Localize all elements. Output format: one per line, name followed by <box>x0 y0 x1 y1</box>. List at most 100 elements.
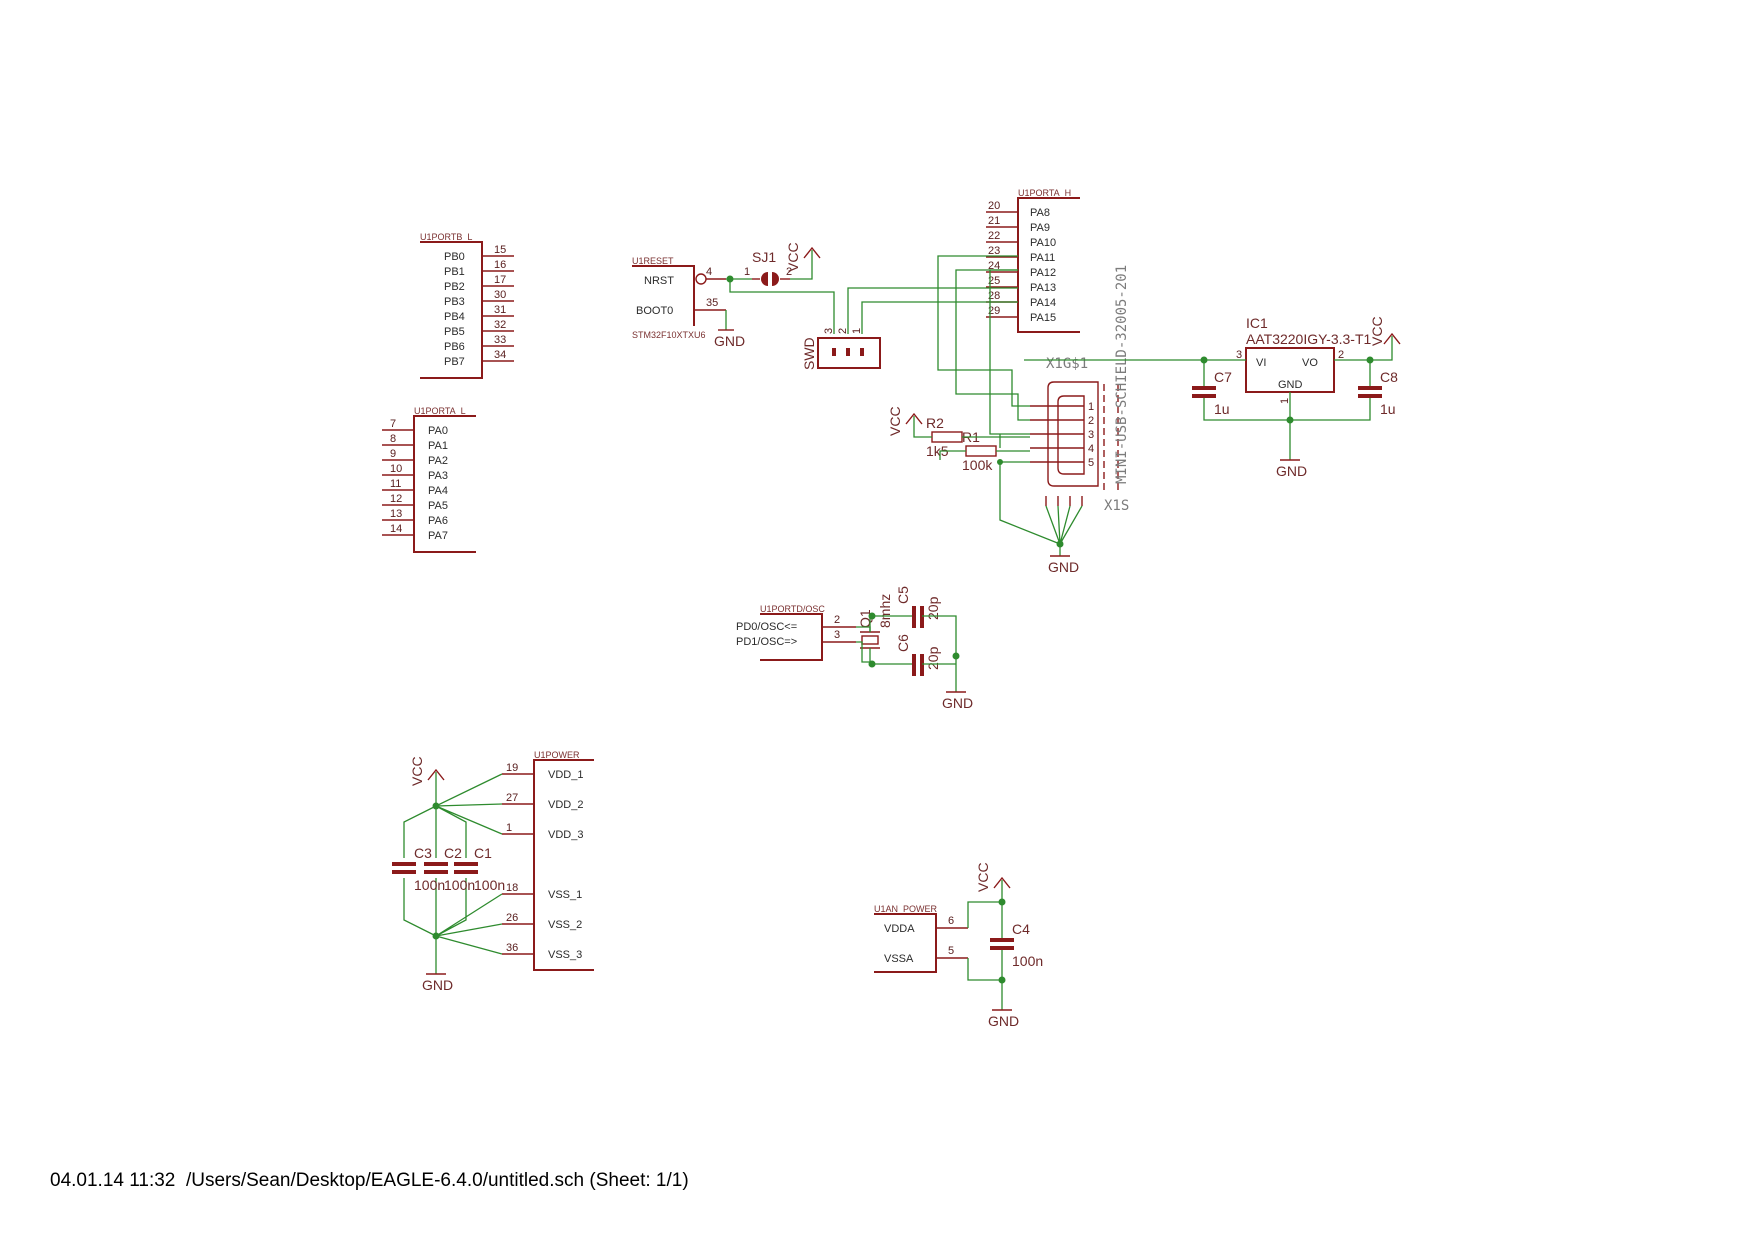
swd-pin2: 2 <box>837 328 849 334</box>
r2-body <box>931 431 963 443</box>
porta-l-body <box>413 415 476 553</box>
usb-pin-number: 1 <box>1088 401 1094 413</box>
portb-pin-label: PB4 <box>444 311 465 323</box>
porta-l-pin-label: PA1 <box>428 440 448 452</box>
svg-text:GND: GND <box>988 1013 1019 1029</box>
portb-body <box>420 241 483 379</box>
junction-nrst <box>726 275 734 283</box>
part-q1[interactable]: Q1 8mhz <box>857 594 893 649</box>
osc-pin-label-1: PD0/OSC<= <box>736 621 797 633</box>
portb-pin-label: PB6 <box>444 341 465 353</box>
r1-value: 100k <box>962 457 993 473</box>
reset-boot0-label: BOOT0 <box>636 305 673 317</box>
svg-text:GND: GND <box>1276 463 1307 479</box>
q1-value: 8mhz <box>877 594 893 628</box>
wire-an-power <box>967 880 1003 1010</box>
svg-text:GND: GND <box>422 977 453 993</box>
portb-pin-number: 32 <box>494 319 506 331</box>
porta-l-pin-number: 11 <box>390 478 401 490</box>
c7-value: 1u <box>1214 401 1230 417</box>
part-power[interactable]: U1POWER VDD_119VDD_227VDD_31VSS_118VSS_2… <box>502 750 594 971</box>
portb-pin-label: PB3 <box>444 296 465 308</box>
title-date: 04.01.14 11:32 <box>50 1170 176 1191</box>
power-pin-label: VSS_1 <box>548 889 582 901</box>
reg-vo: VO <box>1302 357 1318 369</box>
porta-l-pin-number: 13 <box>390 508 402 520</box>
part-c5[interactable]: C5 20p <box>895 586 941 628</box>
vcc-symbol-power: VCC <box>409 756 445 786</box>
power-pin-label: VSS_2 <box>548 919 582 931</box>
part-osc[interactable]: U1PORTD/OSC PD0/OSC<= PD1/OSC=> 2 3 <box>736 604 856 661</box>
wire-nrst-swd <box>729 279 835 334</box>
porta-h-body <box>1017 197 1080 333</box>
part-reset[interactable]: U1RESET NRST BOOT0 4 35 STM32F10XTXU6 <box>632 256 726 340</box>
osc-name: U1PORTD/OSC <box>760 604 825 614</box>
vcc-label: VCC <box>785 242 801 272</box>
junction-vdd <box>432 802 440 810</box>
junction-reg-gnd <box>1286 416 1294 424</box>
usb-shield-ref: X1S <box>1104 498 1129 514</box>
reg-gnd: GND <box>1278 379 1303 391</box>
sj1-pad-left <box>761 272 768 286</box>
portb-pin-number: 33 <box>494 334 506 346</box>
part-c8[interactable]: C8 1u <box>1358 369 1398 417</box>
reg-pin-vi: 3 <box>1236 349 1242 361</box>
part-c4[interactable]: C4 100n <box>990 921 1043 969</box>
gnd-symbol-power: GND <box>422 973 453 993</box>
boot0-pin-number: 35 <box>706 297 718 309</box>
junction-osc-gnd <box>952 652 960 660</box>
portb-pin-number: 31 <box>494 304 506 316</box>
part-c1[interactable]: C1 100n <box>454 845 505 893</box>
r1-body <box>965 445 997 457</box>
portb-pin-label: PB0 <box>444 251 465 263</box>
junction-vdda <box>998 898 1006 906</box>
porta-l-pin-number: 10 <box>390 463 402 475</box>
part-an-power[interactable]: U1AN_POWER VDDA VSSA 6 5 <box>874 904 968 973</box>
porta-h-pin-number: 29 <box>988 305 1000 317</box>
porta-h-pin-number: 21 <box>988 215 1000 227</box>
reg-value: AAT3220IGY-3.3-T1 <box>1246 331 1372 347</box>
osc-body <box>760 613 823 661</box>
wire-swd-pa13 <box>847 287 1018 334</box>
porta-l-pin-number: 9 <box>390 448 396 460</box>
porta-l-pin-label: PA3 <box>428 470 448 482</box>
part-c3[interactable]: C3 100n <box>392 845 445 893</box>
part-c2[interactable]: C2 100n <box>424 845 475 893</box>
wire-vss-net <box>403 878 503 974</box>
title-path: /Users/Sean/Desktop/EAGLE-6.4.0/untitled… <box>185 1170 585 1191</box>
part-swd[interactable]: SWD 3 2 1 <box>801 328 881 370</box>
part-portb[interactable]: U1PORTB_L PB015PB116PB217PB330PB431PB532… <box>420 232 514 379</box>
part-sj1[interactable]: SJ1 1 2 <box>744 249 792 286</box>
power-pin-label: VDD_3 <box>548 829 583 841</box>
wire-caps-gnd <box>922 615 957 692</box>
wire-reg-vo <box>1334 336 1393 361</box>
usb-shield-pins <box>1045 496 1083 506</box>
wire-r2-vcc <box>913 416 966 460</box>
c1-value: 100n <box>474 877 505 893</box>
power-pin-number: 36 <box>506 942 518 954</box>
reg-ref: IC1 <box>1246 315 1268 331</box>
part-c7[interactable]: C7 1u <box>1192 369 1232 417</box>
vcc-symbol-sj1: VCC <box>785 242 821 272</box>
part-porta-h[interactable]: U1PORTA_H PA820PA921PA1022PA1123PA1224PA… <box>986 188 1080 333</box>
sj1-pin2: 2 <box>786 266 792 278</box>
power-pin-number: 1 <box>506 822 512 834</box>
reg-pin-vo: 2 <box>1338 349 1344 361</box>
part-r1[interactable]: R1 100k <box>962 429 997 473</box>
part-c6[interactable]: C6 20p <box>895 634 941 676</box>
power-pin-label: VDD_1 <box>548 769 583 781</box>
porta-h-pin-number: 22 <box>988 230 1000 242</box>
power-pin-number: 19 <box>506 762 518 774</box>
porta-h-pin-label: PA9 <box>1030 222 1050 234</box>
title-block: 04.01.14 11:32 /Users/Sean/Desktop/EAGLE… <box>50 1170 689 1192</box>
power-pin-label: VSS_3 <box>548 949 582 961</box>
porta-h-pin-number: 20 <box>988 200 1000 212</box>
part-porta-l[interactable]: U1PORTA_L PA07PA18PA29PA310PA411PA512PA6… <box>382 406 476 553</box>
swd-pin1: 1 <box>851 328 863 334</box>
porta-h-pin-label: PA11 <box>1030 252 1055 264</box>
part-regulator[interactable]: IC1 AAT3220IGY-3.3-T1 VI VO GND 3 2 1 <box>1236 315 1372 404</box>
portb-pin-number: 34 <box>494 349 506 361</box>
portb-pin-number: 30 <box>494 289 506 301</box>
c8-value: 1u <box>1380 401 1396 417</box>
